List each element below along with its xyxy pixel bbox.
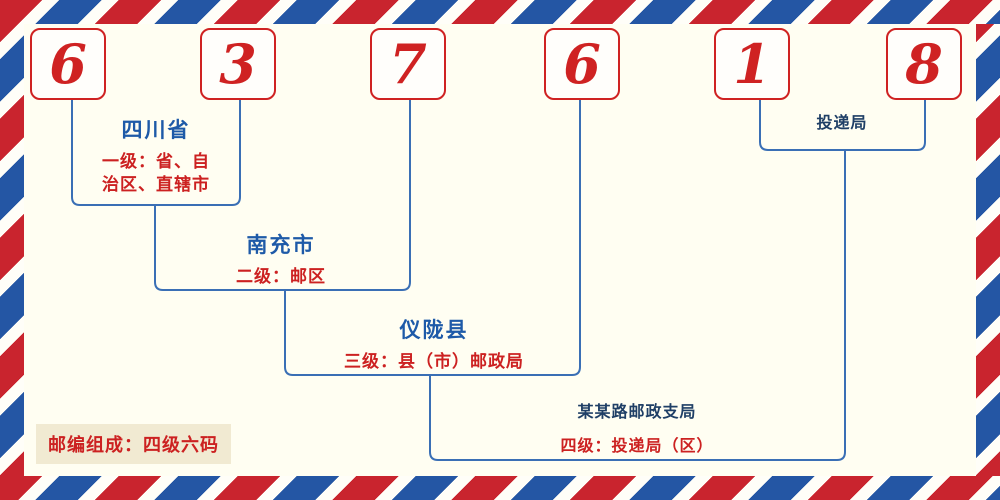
airmail-border-bottom (0, 476, 1000, 500)
delivery-office-label: 投递局 (816, 115, 868, 132)
postcode-digit-3: 7 (389, 32, 427, 96)
footer-note: 邮编组成：四级六码 (36, 424, 231, 464)
level3-desc: 三级：县（市）邮政局 (344, 352, 524, 371)
airmail-border-right (976, 0, 1000, 500)
postcode-digit-box-3: 7 (370, 28, 446, 100)
level1-label-group: 四川省 一级：省、自 治区、直辖市 (76, 114, 236, 196)
postcode-digit-1: 6 (49, 32, 87, 96)
postcode-digit-box-1: 6 (30, 28, 106, 100)
level4-desc: 四级：投递局（区） (560, 438, 714, 455)
level1-desc-line1: 一级：省、自 (102, 152, 210, 171)
airmail-border-top (0, 0, 1000, 24)
level1-desc: 一级：省、自 治区、直辖市 (76, 150, 236, 196)
level1-desc-line2: 治区、直辖市 (102, 175, 210, 194)
level3-name: 仪陇县 (399, 319, 469, 342)
postcode-digit-4: 6 (563, 32, 601, 96)
level3-label-group: 仪陇县 三级：县（市）邮政局 (324, 314, 544, 373)
postcode-digit-box-4: 6 (544, 28, 620, 100)
postcode-digit-box-6: 8 (886, 28, 962, 100)
level2-name: 南充市 (246, 234, 316, 257)
postcode-digit-box-5: 1 (714, 28, 790, 100)
level4-name: 某某路邮政支局 (577, 404, 697, 421)
airmail-border-left (0, 0, 24, 500)
postcode-digit-5: 1 (733, 32, 771, 96)
level4-label-group: 某某路邮政支局 四级：投递局（区） (507, 398, 767, 458)
level1-name: 四川省 (121, 119, 191, 142)
level2-desc: 二级：邮区 (236, 267, 326, 286)
postcode-digit-6: 8 (905, 32, 943, 96)
postcode-digit-box-2: 3 (200, 28, 276, 100)
postcode-digit-2: 3 (219, 32, 257, 96)
level2-label-group: 南充市 二级：邮区 (201, 229, 361, 288)
